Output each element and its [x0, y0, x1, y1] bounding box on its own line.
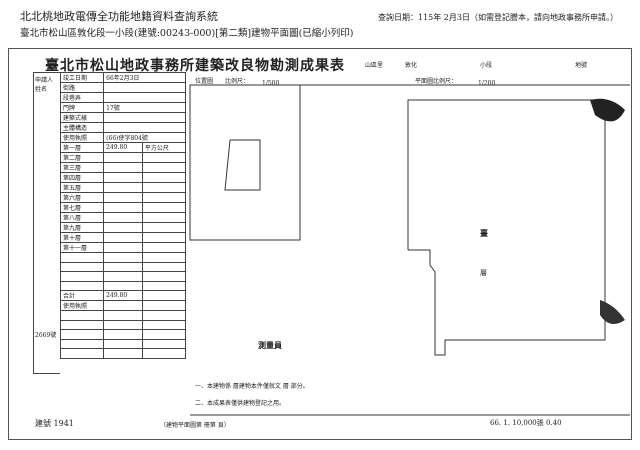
site-plan-shape: [224, 139, 261, 191]
query-date: 查詢日期：115年 2月3日（如需登記謄本，請向地政事務所申請。）: [378, 13, 618, 22]
surveyor-stamp: 測量員: [258, 340, 282, 350]
note-1: 一、本建物係 層建物本件僅就文 層 部分。: [195, 383, 309, 390]
plan-label-2: 層: [480, 269, 487, 277]
scale-label: 比例尺：: [225, 78, 250, 85]
note-2: 二、本成果表僅供建物登記之用。: [195, 400, 286, 407]
index-label: （建物平面圖第 冊第 頁）: [160, 422, 230, 429]
district: 山區里: [365, 62, 384, 69]
applicant-label: 申請人姓名: [35, 77, 54, 93]
section: 敦化: [405, 62, 418, 69]
print-ref: 66. 1. 10,000張 0.40: [490, 419, 562, 427]
applicant-column: [33, 72, 60, 374]
site-plan-box: [189, 84, 301, 241]
scan-blot: [590, 98, 625, 122]
location-line: 臺北市松山區敦化段一小段(建號:00243-000)[第二類]建物平面圖(已縮小…: [20, 28, 354, 39]
plan-scale: 1/200: [478, 80, 496, 87]
scan-blot: [600, 300, 625, 324]
building-no: 建號 1941: [35, 419, 74, 428]
floor-row: 第十一層: [59, 242, 105, 253]
land-no-label: 地號: [575, 62, 588, 69]
bottom-permit-label: 使用執照: [59, 300, 105, 311]
document-frame: [8, 48, 632, 440]
system-title: 北北桃地政電傳全功能地籍資料查詢系統: [20, 10, 218, 23]
site-plan-label: 位置圖: [195, 78, 214, 85]
document-title: 臺北市松山地政事務所建築改良物勘測成果表: [45, 58, 345, 74]
site-scale: 1/500: [262, 80, 280, 87]
plan-label-1: 臺: [480, 228, 488, 238]
floor-plan-outline: [407, 99, 606, 356]
bottom-left-area: 2669號: [35, 332, 57, 339]
floor-plan-label: 平面圖比例尺：: [415, 78, 458, 85]
subsection: 小段: [480, 62, 493, 69]
